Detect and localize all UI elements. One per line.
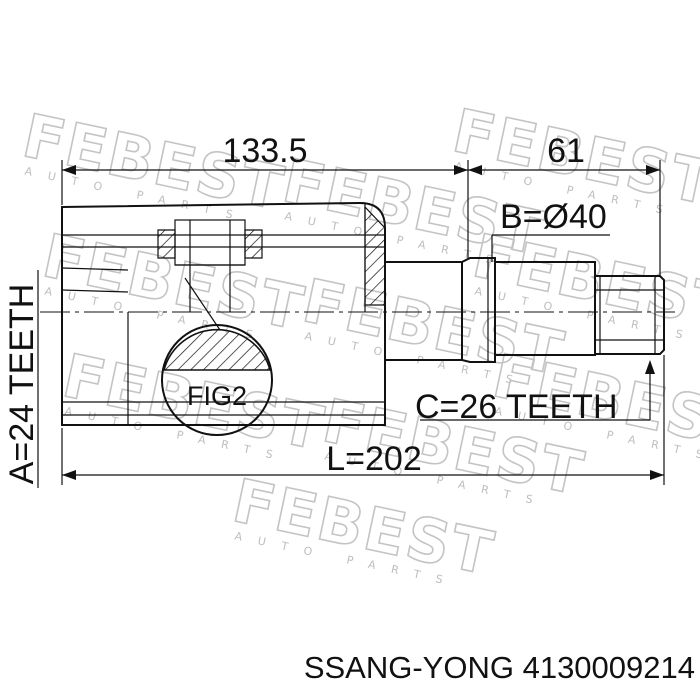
detail-fig2: FIG2 [161, 324, 273, 436]
fig2-label: FIG2 [187, 381, 247, 411]
dimension-total-length: L=202 [326, 440, 422, 478]
shaft [385, 257, 665, 363]
tripod-spider [157, 219, 263, 331]
detail-leader-line [184, 277, 221, 331]
housing [61, 201, 386, 426]
dimension-lines [37, 160, 665, 488]
dimension-diameter: B=Ø40 [500, 198, 607, 236]
dimension-inner-teeth: C=26 TEETH [415, 388, 618, 426]
dimension-outer-teeth: A=24 TEETH [3, 284, 41, 485]
dimension-61: 61 [547, 132, 585, 170]
dimension-133-5: 133.5 [222, 132, 307, 170]
part-caption: SSANG-YONG 4130009214 [304, 650, 695, 685]
